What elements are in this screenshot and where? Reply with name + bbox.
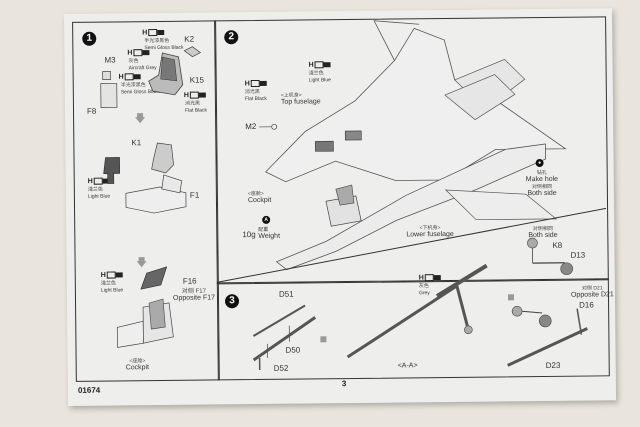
part-m3: M3: [104, 55, 116, 65]
assembly-arrow-1: [135, 113, 146, 124]
color-chip-light-blue-2: H: [101, 271, 123, 279]
part-m2-marker: [259, 123, 278, 130]
part-f8-drawing: [100, 71, 118, 108]
landing-gear-strut-drawing: [252, 304, 317, 370]
color-chip-light-blue-step2: H: [309, 61, 331, 69]
assembly-arrow-2: [136, 257, 147, 268]
cockpit-assembly-drawing: [116, 298, 174, 348]
main-gear-assembly-drawing: [346, 263, 488, 359]
aircraft-fuselage-drawing: [264, 20, 567, 271]
assembly-arrow-3: [320, 336, 327, 343]
nose-gear-assembly-drawing: [507, 305, 588, 367]
panel-part-drawing: [103, 157, 121, 184]
part-k1: K1: [131, 138, 142, 148]
step3-number: 3: [224, 294, 240, 309]
part-m2: M2: [245, 121, 257, 132]
page-number: 3: [341, 379, 347, 389]
color-chip-grey: H: [419, 274, 441, 282]
color-chip-semi-gloss-black-2: H: [119, 73, 141, 81]
part-f1: F1: [189, 190, 200, 200]
part-f8: F8: [86, 106, 97, 116]
section-label-a-a: <A-A>: [397, 362, 418, 370]
part-k2: K2: [184, 34, 195, 44]
step1-number: 1: [82, 31, 97, 46]
color-chip-flat-black-step2: H: [245, 79, 267, 87]
tub-drawing: [125, 174, 187, 214]
catalog-number: 01674: [77, 385, 101, 395]
ejection-seat-drawing: [148, 52, 184, 96]
assembly-arrow-4: [507, 294, 515, 301]
seat-drawing-2: [151, 142, 174, 174]
part-k2-drawing: [183, 46, 202, 58]
make-hole-icon: ●: [535, 158, 544, 168]
windscreen-part-drawing: [140, 266, 168, 290]
part-f16: F16: [182, 276, 197, 286]
step-divider-line: [216, 207, 607, 283]
color-chip-semi-gloss-black: H: [142, 29, 165, 37]
step2-number: 2: [224, 30, 239, 45]
caption-cockpit: <座舱>Cockpit: [125, 358, 150, 372]
label-cockpit-step2: <座舱>Cockpit: [247, 190, 272, 205]
label-top-fuselage: <上机身>Top fuselage: [280, 92, 321, 106]
wheel-assembly-drawing: [527, 237, 573, 276]
